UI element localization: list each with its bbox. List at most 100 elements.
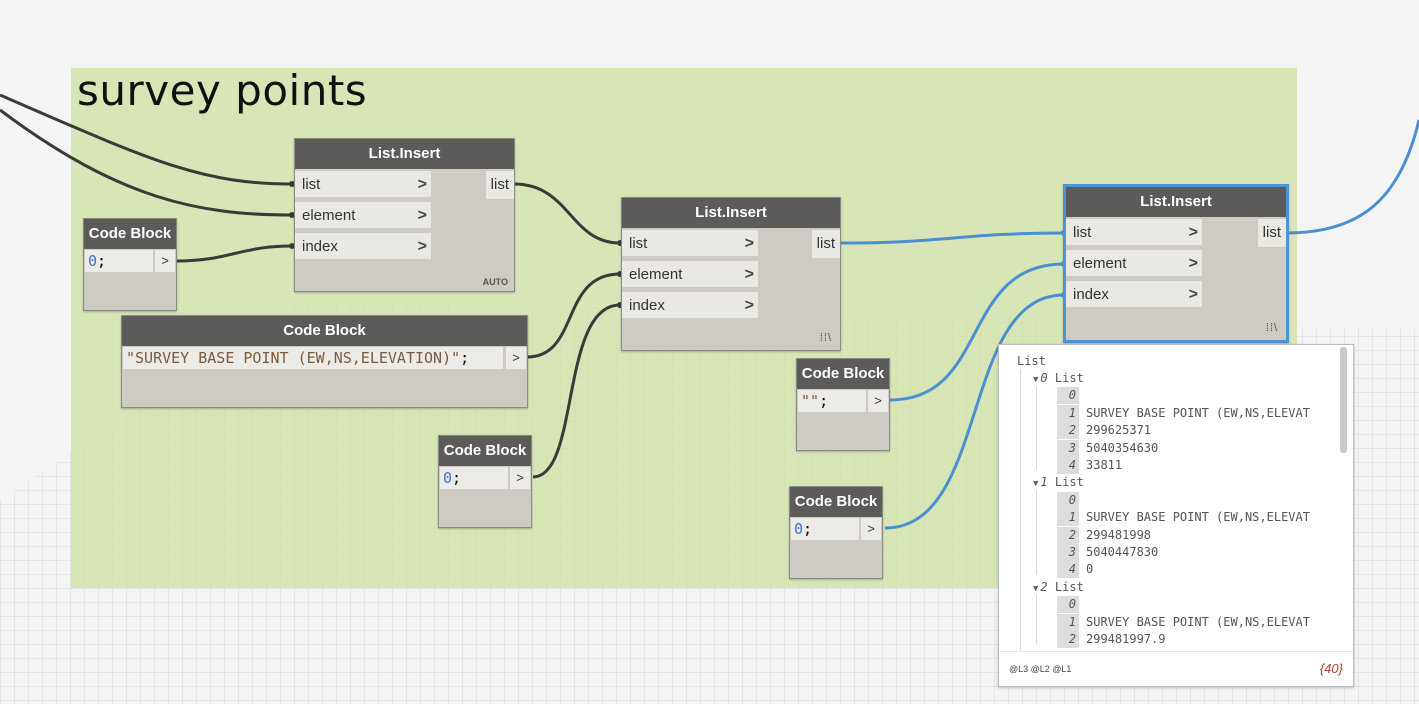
port-label: index xyxy=(629,297,665,314)
code-editor[interactable]: 0; xyxy=(791,518,859,540)
lacing-auto-label: AUTO xyxy=(482,277,508,287)
code-editor[interactable]: "SURVEY BASE POINT (EW,NS,ELEVATION)"; xyxy=(123,347,503,369)
code-editor[interactable]: 0; xyxy=(440,467,508,489)
chevron-right-icon: > xyxy=(417,238,427,255)
item-count-label: {40} xyxy=(1319,661,1343,676)
output-port[interactable]: > xyxy=(505,347,526,369)
preview-item: 0 xyxy=(1057,387,1086,405)
sublist-label: List xyxy=(1054,475,1084,490)
preview-item: 2 299481997.9 xyxy=(1057,631,1165,648)
output-port[interactable]: > xyxy=(860,518,881,540)
port-label: element xyxy=(629,266,683,283)
input-port-index[interactable]: index > xyxy=(1066,281,1202,309)
sublist-label: List xyxy=(1054,579,1084,594)
input-port-element[interactable]: element> xyxy=(295,202,431,230)
code-number: 0 xyxy=(443,469,453,487)
code-block-node-c[interactable]: Code Block 0; > xyxy=(438,435,532,528)
item-value: SURVEY BASE POINT (EW,NS,ELEVAT xyxy=(1086,405,1310,420)
port-label: index xyxy=(1073,286,1109,303)
code-editor[interactable]: ""; xyxy=(798,390,866,412)
output-port-list[interactable]: list xyxy=(1257,219,1286,247)
node-title: Code Block xyxy=(790,487,882,517)
input-port-list[interactable]: list> xyxy=(1066,219,1202,247)
preview-sublist[interactable]: ▼0 List xyxy=(1033,370,1084,387)
list-insert-node-3[interactable]: List.Insert list> element> index> list ⁞… xyxy=(1063,184,1289,343)
sublist-index: 1 xyxy=(1040,475,1048,490)
item-value: 299481998 xyxy=(1086,527,1152,542)
preview-item: 0 xyxy=(1057,596,1086,614)
group-title[interactable]: survey points xyxy=(77,66,368,115)
input-port-element[interactable]: element > xyxy=(622,261,758,289)
code-string: "SURVEY BASE POINT (EW,NS,ELEVATION)" xyxy=(126,349,461,367)
item-index: 2 xyxy=(1057,631,1079,648)
code-semicolon: ; xyxy=(452,469,462,487)
code-block-node-d[interactable]: Code Block ""; > xyxy=(796,358,890,451)
input-port-index[interactable]: index > xyxy=(622,292,758,320)
list-insert-node-1[interactable]: List.Insert list> element> index> list A… xyxy=(294,138,515,292)
code-semicolon: ; xyxy=(97,252,107,270)
chevron-right-icon: > xyxy=(744,297,754,314)
code-number: 0 xyxy=(88,252,98,270)
expand-triangle-icon[interactable]: ▼ xyxy=(1033,583,1039,594)
expand-triangle-icon[interactable]: ▼ xyxy=(1033,375,1039,385)
chevron-right-icon: > xyxy=(744,235,754,252)
output-port[interactable]: > xyxy=(867,390,888,412)
output-port-list[interactable]: list xyxy=(811,230,840,258)
port-label: list xyxy=(302,176,321,193)
item-value: 5040354630 xyxy=(1086,440,1159,455)
item-index: 4 xyxy=(1057,457,1079,474)
preview-item: 2 299625371 xyxy=(1057,422,1152,440)
preview-sublist[interactable]: ▼2 List xyxy=(1033,579,1084,596)
list-insert-node-2[interactable]: List.Insert list> element> index> list ⁞… xyxy=(621,197,841,351)
input-port-index[interactable]: index> xyxy=(295,233,431,261)
item-value: 299481997.9 xyxy=(1086,632,1166,646)
code-block-node-b[interactable]: Code Block "SURVEY BASE POINT (EW,NS,ELE… xyxy=(121,315,528,408)
code-string: "" xyxy=(801,392,820,410)
item-value: 0 xyxy=(1086,562,1094,577)
output-port[interactable]: > xyxy=(154,250,175,272)
item-value: 299625371 xyxy=(1086,423,1152,438)
input-port-list[interactable]: list> xyxy=(622,230,758,258)
code-semicolon: ; xyxy=(803,520,813,538)
preview-scrollbar[interactable] xyxy=(1340,347,1347,453)
item-index: 1 xyxy=(1057,509,1079,527)
item-index: 2 xyxy=(1057,526,1079,544)
tree-guide-line xyxy=(1036,386,1037,471)
node-title: Code Block xyxy=(122,316,527,346)
sublist-index: 0 xyxy=(1040,371,1048,385)
node-title: Code Block xyxy=(84,219,176,249)
code-block-node-a[interactable]: Code Block 0; > xyxy=(83,218,177,311)
item-index: 1 xyxy=(1057,613,1079,631)
input-port-element[interactable]: element> xyxy=(1066,250,1202,278)
code-number: 0 xyxy=(794,520,804,538)
list-levels-label[interactable]: @L3 @L2 @L1 xyxy=(1009,664,1072,674)
code-block-node-e[interactable]: Code Block 0; > xyxy=(789,486,883,579)
output-port[interactable]: > xyxy=(509,467,530,489)
sublist-label: List xyxy=(1054,371,1084,385)
node-title: List.Insert xyxy=(622,198,840,228)
item-index: 0 xyxy=(1057,491,1079,509)
sublist-index: 2 xyxy=(1040,579,1048,594)
item-value: 33811 xyxy=(1086,458,1123,472)
tree-root-guide-line xyxy=(1020,369,1021,651)
expand-triangle-icon[interactable]: ▼ xyxy=(1033,479,1039,490)
item-index: 2 xyxy=(1057,422,1079,440)
chevron-right-icon: > xyxy=(1188,255,1198,272)
item-index: 0 xyxy=(1057,596,1079,614)
output-port-list[interactable]: list xyxy=(485,171,514,199)
lacing-cross-icon: ⁞⁞\ xyxy=(1265,322,1278,334)
item-value: SURVEY BASE POINT (EW,NS,ELEVAT xyxy=(1086,510,1310,525)
item-index: 3 xyxy=(1057,439,1079,457)
code-editor[interactable]: 0; xyxy=(85,250,153,272)
chevron-right-icon: > xyxy=(1188,286,1198,303)
tree-guide-line xyxy=(1036,594,1037,645)
preview-sublist[interactable]: ▼1 List xyxy=(1033,474,1084,491)
input-port-list[interactable]: list> xyxy=(295,171,431,199)
chevron-right-icon: > xyxy=(744,266,754,283)
